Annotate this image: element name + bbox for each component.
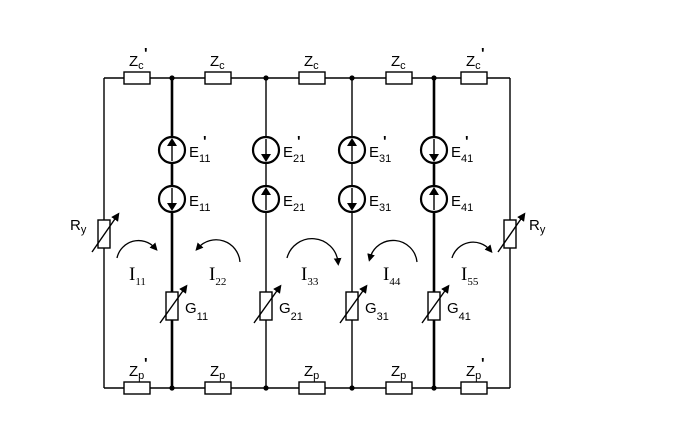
impedance-zp3-bottom	[298, 381, 326, 395]
label-e31: E31	[369, 193, 391, 214]
label-bottom-z-1: Zp	[129, 363, 144, 382]
node-bottom-4	[431, 385, 437, 391]
variable-arrow-icon	[91, 212, 120, 253]
variable-arrow-icon	[421, 284, 450, 324]
prime-mark: '	[203, 133, 207, 150]
arrowhead-icon	[261, 187, 271, 195]
prime-mark: '	[481, 45, 485, 62]
upper-sources	[157, 135, 449, 165]
impedance-zc3-top	[298, 71, 326, 85]
prime-mark: '	[144, 355, 148, 372]
label-bottom-z-4: Zp	[391, 363, 406, 382]
arrowhead-icon	[347, 138, 357, 146]
prime-mark: '	[465, 133, 469, 150]
label-e31-prime: E31	[369, 144, 391, 165]
impedance-zp1-bottom	[123, 381, 151, 395]
label-e11: E11	[189, 193, 210, 214]
node-bottom-2	[263, 385, 269, 391]
impedance-zc2-top	[204, 71, 232, 85]
arrowhead-icon	[429, 154, 439, 162]
label-top-z-2: Zc	[210, 53, 225, 72]
label-e21-prime: E21	[283, 144, 305, 165]
left-variable-resistor	[91, 212, 120, 253]
impedance-zp2-bottom	[204, 381, 232, 395]
loop-arrow-icon	[116, 239, 158, 259]
prime-mark: '	[297, 133, 301, 150]
loop-current-arrows	[116, 238, 493, 266]
label-bottom-z-3: Zp	[304, 363, 319, 382]
impedance-zc4-top	[385, 71, 413, 85]
label-i44: I44	[383, 264, 401, 288]
node-bottom-1	[169, 385, 175, 391]
impedance-zp4-bottom	[385, 381, 413, 395]
impedance-zc1-top	[123, 71, 151, 85]
label-e41: E41	[451, 193, 473, 214]
lower-sources	[157, 184, 449, 214]
label-i22: I22	[209, 264, 226, 288]
label-top-z-5: Zc	[466, 53, 481, 72]
label-g41: G41	[447, 300, 471, 323]
arrowhead-icon	[429, 187, 439, 195]
label-bottom-z-5: Zp	[466, 363, 481, 382]
variable-arrow-icon	[497, 212, 526, 253]
node-top-2	[263, 75, 269, 81]
prime-mark: '	[383, 133, 387, 150]
label-i55: I55	[461, 264, 479, 288]
top-impedances	[123, 71, 488, 85]
label-g11: G11	[185, 300, 208, 323]
loop-arrow-icon	[195, 239, 241, 263]
variable-arrow-icon	[339, 284, 368, 324]
right-variable-resistor	[497, 212, 526, 253]
variable-arrow-icon	[159, 284, 188, 324]
label-g21: G21	[279, 300, 303, 323]
label-i11: I11	[129, 264, 146, 288]
label-ry-left: Ry	[70, 217, 87, 236]
arrowhead-icon	[347, 203, 357, 211]
label-g31: G31	[365, 300, 389, 323]
label-bottom-z-2: Zp	[210, 363, 225, 382]
arrowhead-icon	[261, 154, 271, 162]
bottom-impedances	[123, 381, 488, 395]
label-top-z-1: Zc	[129, 53, 144, 72]
node-top-4	[431, 75, 437, 81]
junction-nodes	[169, 75, 437, 391]
branch-conductances	[159, 284, 450, 324]
node-top-3	[349, 75, 355, 81]
impedance-zc5-top	[460, 71, 488, 85]
node-bottom-3	[349, 385, 355, 391]
impedance-zp5-bottom	[460, 381, 488, 395]
label-i33: I33	[301, 264, 319, 288]
label-e11-prime: E11	[189, 144, 210, 165]
loop-arrow-icon	[367, 239, 418, 263]
label-ry-right: Ry	[529, 217, 546, 236]
label-e41-prime: E41	[451, 144, 473, 165]
label-top-z-3: Zc	[304, 53, 319, 72]
arrowhead-icon	[167, 203, 177, 211]
prime-mark: '	[481, 355, 485, 372]
variable-arrow-icon	[253, 284, 282, 324]
prime-mark: '	[144, 45, 148, 62]
arrowhead-icon	[167, 138, 177, 146]
label-e21: E21	[283, 193, 305, 214]
loop-arrow-icon	[451, 241, 493, 259]
node-top-1	[169, 75, 175, 81]
loop-arrow-icon	[286, 238, 342, 266]
label-top-z-4: Zc	[391, 53, 406, 72]
